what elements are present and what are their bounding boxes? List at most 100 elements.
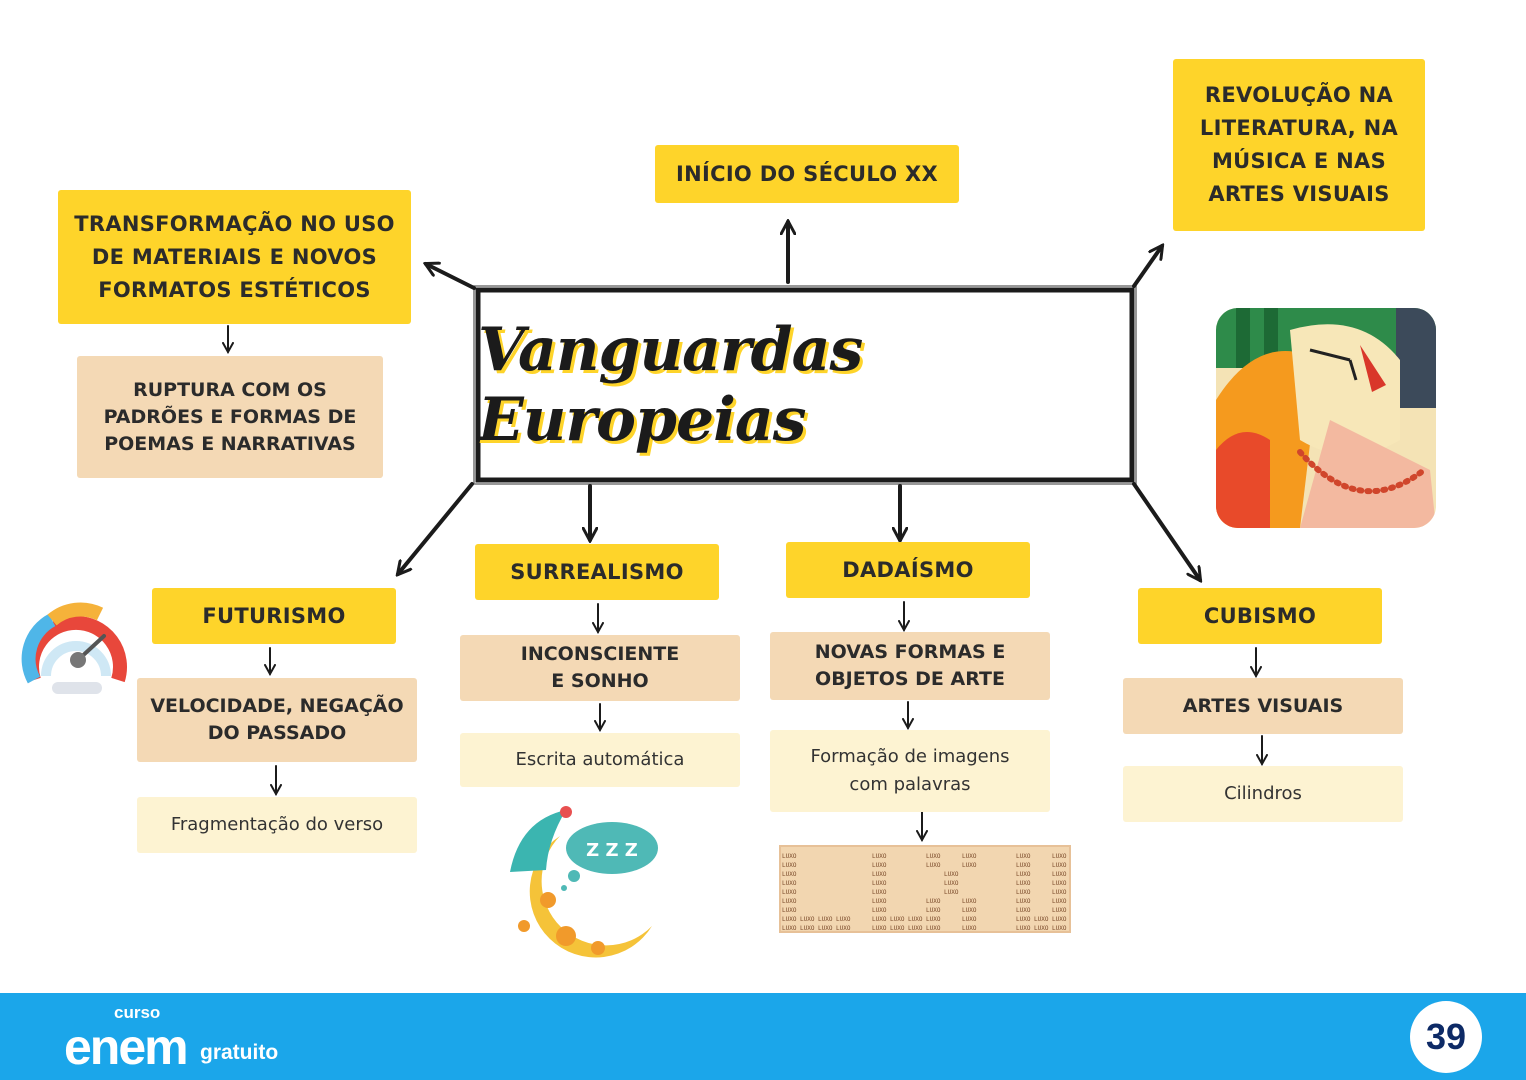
luxo-word: LUXO xyxy=(908,916,923,923)
luxo-word: LUXO xyxy=(1016,871,1031,878)
luxo-word: LUXO xyxy=(1016,862,1031,869)
movement-futurismo: FUTURISMO xyxy=(152,588,396,644)
surrealismo-example-text: Escrita automática xyxy=(515,749,685,770)
movement-dadaismo: DADAÍSMO xyxy=(786,542,1030,598)
luxo-word: LUXO xyxy=(1052,889,1067,896)
luxo-word: LUXO xyxy=(836,925,851,932)
luxo-word: LUXO xyxy=(944,871,959,878)
luxo-word: LUXO xyxy=(1052,916,1067,923)
luxo-word: LUXO xyxy=(782,925,797,932)
luxo-word: LUXO xyxy=(926,925,941,932)
luxo-word: LUXO xyxy=(782,871,797,878)
luxo-word: LUXO xyxy=(782,916,797,923)
box-inicio: INÍCIO DO SÉCULO XX xyxy=(655,145,959,203)
luxo-word: LUXO xyxy=(1052,880,1067,887)
box-revolucao-text: REVOLUÇÃO NA LITERATURA, NA MÚSICA E NAS… xyxy=(1199,83,1399,206)
arrow-to-futurismo xyxy=(398,482,474,574)
luxo-word: LUXO xyxy=(782,889,797,896)
luxo-word: LUXO xyxy=(890,925,905,932)
luxo-word: LUXO xyxy=(1052,853,1067,860)
box-ruptura: RUPTURA COM OS PADRÕES E FORMAS DE POEMA… xyxy=(77,356,383,478)
box-transformacao-text: TRANSFORMAÇÃO NO USO DE MATERIAIS E NOVO… xyxy=(74,211,395,302)
central-title: Vanguardas Europeias xyxy=(478,315,863,455)
luxo-word: LUXO xyxy=(872,916,887,923)
title-frame xyxy=(475,287,1135,483)
movement-surrealismo-name: SURREALISMO xyxy=(510,559,684,584)
luxo-word: LUXO xyxy=(872,862,887,869)
luxo-word: LUXO xyxy=(818,925,833,932)
luxo-word: LUXO xyxy=(1016,916,1031,923)
luxo-word: LUXO xyxy=(926,907,941,914)
luxo-word: LUXO xyxy=(890,916,905,923)
luxo-word: LUXO xyxy=(872,907,887,914)
luxo-word: LUXO xyxy=(1016,925,1031,932)
luxo-word: LUXO xyxy=(1034,925,1049,932)
footer-bar: curso enem gratuito 39 xyxy=(0,993,1526,1080)
logo-gratuito: gratuito xyxy=(200,1041,279,1064)
logo-enem: enem xyxy=(64,1019,189,1075)
cubismo-desc-text: ARTES VISUAIS xyxy=(1182,694,1344,717)
dadaismo-example-text: Formação de imagens com palavras xyxy=(810,746,1010,795)
arrow-to-cubismo xyxy=(1132,482,1200,580)
luxo-word: LUXO xyxy=(1016,898,1031,905)
futurismo-desc: VELOCIDADE, NEGAÇÃO DO PASSADO xyxy=(137,678,417,762)
luxo-word: LUXO xyxy=(1016,880,1031,887)
luxo-word: LUXO xyxy=(926,853,941,860)
luxo-word: LUXO xyxy=(1016,853,1031,860)
luxo-word: LUXO xyxy=(1016,889,1031,896)
luxo-word: LUXO xyxy=(782,853,797,860)
luxo-word: LUXO xyxy=(782,880,797,887)
box-revolucao: REVOLUÇÃO NA LITERATURA, NA MÚSICA E NAS… xyxy=(1173,59,1425,231)
luxo-word: LUXO xyxy=(782,907,797,914)
surrealismo-desc: INCONSCIENTE E SONHO xyxy=(460,635,740,701)
luxo-word: LUXO xyxy=(962,862,977,869)
luxo-word: LUXO xyxy=(1016,907,1031,914)
moon-icon: Z Z Z xyxy=(510,806,658,958)
luxo-word: LUXO xyxy=(944,880,959,887)
movement-cubismo-name: CUBISMO xyxy=(1203,603,1317,628)
luxo-word: LUXO xyxy=(962,898,977,905)
box-ruptura-text: RUPTURA COM OS PADRÕES E FORMAS DE POEMA… xyxy=(103,378,357,455)
luxo-word: LUXO xyxy=(908,925,923,932)
page-number: 39 xyxy=(1410,1001,1482,1073)
luxo-word: LUXO xyxy=(800,916,815,923)
luxo-word: LUXO xyxy=(926,916,941,923)
luxo-word: LUXO xyxy=(1052,907,1067,914)
box-inicio-text: INÍCIO DO SÉCULO XX xyxy=(676,161,938,186)
luxo-word: LUXO xyxy=(836,916,851,923)
luxo-word: LUXO xyxy=(1052,862,1067,869)
luxo-word: LUXO xyxy=(962,925,977,932)
futurismo-example-text: Fragmentação do verso xyxy=(170,814,384,835)
luxo-word: LUXO xyxy=(872,898,887,905)
luxo-word: LUXO xyxy=(782,862,797,869)
luxo-word: LUXO xyxy=(962,916,977,923)
luxo-word: LUXO xyxy=(872,871,887,878)
cubismo-example-text: Cilindros xyxy=(1224,783,1302,804)
movement-surrealismo: SURREALISMO xyxy=(475,544,719,600)
luxo-word: LUXO xyxy=(926,898,941,905)
luxo-word: LUXO xyxy=(872,853,887,860)
surrealismo-desc-text: INCONSCIENTE E SONHO xyxy=(520,643,680,692)
luxo-word: LUXO xyxy=(1052,898,1067,905)
movement-dadaismo-name: DADAÍSMO xyxy=(842,557,974,582)
futurismo-desc-text: VELOCIDADE, NEGAÇÃO DO PASSADO xyxy=(150,695,404,744)
dadaismo-desc: NOVAS FORMAS E OBJETOS DE ARTE xyxy=(770,632,1050,700)
luxo-word: LUXO xyxy=(1052,925,1067,932)
luxo-word: LUXO xyxy=(800,925,815,932)
movement-futurismo-name: FUTURISMO xyxy=(202,603,346,628)
luxo-word: LUXO xyxy=(1034,916,1049,923)
luxo-word: LUXO xyxy=(944,889,959,896)
cubismo-example: Cilindros xyxy=(1123,766,1403,822)
movement-cubismo: CUBISMO xyxy=(1138,588,1382,644)
logo-curso: curso xyxy=(114,1003,161,1022)
dream-text: Z Z Z xyxy=(586,840,638,861)
luxo-word: LUXO xyxy=(926,862,941,869)
arrow-to-transformacao xyxy=(426,264,476,290)
luxo-word: LUXO xyxy=(818,916,833,923)
speedometer-icon xyxy=(21,602,127,694)
luxo-word: LUXO xyxy=(962,907,977,914)
luxo-word: LUXO xyxy=(782,898,797,905)
luxo-word: LUXO xyxy=(872,925,887,932)
